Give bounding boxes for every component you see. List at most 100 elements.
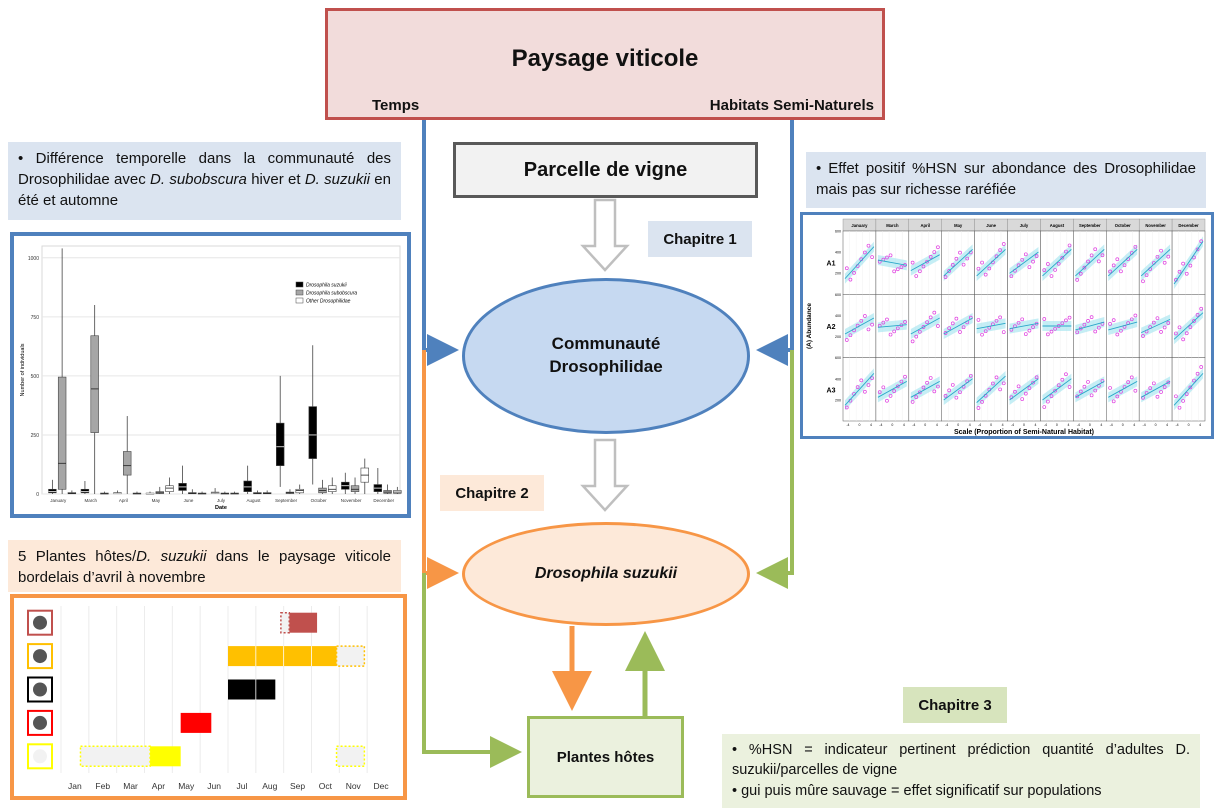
data-point	[1100, 253, 1105, 258]
data-point	[1034, 254, 1039, 259]
data-point	[1053, 388, 1057, 393]
month-tick-label: Dec	[374, 781, 390, 791]
data-point	[914, 334, 919, 339]
data-point	[1075, 278, 1080, 282]
data-point	[877, 390, 882, 394]
data-point	[994, 318, 999, 323]
data-point	[1067, 385, 1072, 389]
data-point	[1001, 381, 1006, 386]
data-point	[1155, 254, 1160, 259]
host-plants-note: 5 Plantes hôtes/D. suzukii dans le paysa…	[8, 540, 401, 592]
data-point	[1023, 252, 1028, 257]
x-axis-label: Scale (Proportion of Semi-Natural Habita…	[954, 429, 1094, 436]
data-point	[1089, 393, 1094, 398]
data-point	[1016, 320, 1021, 325]
data-point	[1155, 316, 1160, 321]
trend-line	[844, 317, 875, 335]
data-point	[947, 269, 951, 273]
data-point	[903, 374, 907, 379]
data-point	[863, 389, 867, 394]
x-tick-label: 4	[1133, 423, 1135, 427]
data-point	[1082, 322, 1087, 327]
y-tick-label: 400	[835, 251, 841, 255]
trend-line	[910, 317, 940, 335]
data-point	[1082, 265, 1087, 270]
month-tick-label: Nov	[346, 781, 362, 791]
legend-swatch	[295, 281, 304, 288]
data-point	[1177, 325, 1182, 330]
trend-line	[877, 259, 907, 266]
arrow-time-to-suzukii	[422, 350, 459, 589]
data-point	[1075, 394, 1080, 399]
data-point	[1049, 274, 1054, 278]
facet-month-label: April	[920, 223, 930, 228]
trend-line	[1009, 322, 1039, 330]
box-drosophila-subobscura	[350, 485, 360, 492]
y-axis-label: (A) Abundance	[806, 303, 813, 349]
trend-line	[877, 380, 908, 398]
data-point	[958, 250, 962, 255]
data-point	[1056, 261, 1061, 266]
data-point	[1111, 263, 1116, 268]
species-subobscura: D. subobscura	[150, 171, 247, 188]
x-tick-label: 4	[1035, 423, 1037, 427]
x-tick-label: 4	[1166, 423, 1168, 427]
data-point	[954, 395, 959, 400]
data-point	[859, 378, 864, 383]
data-point	[1192, 378, 1196, 383]
x-tick-label: -4	[1175, 423, 1178, 427]
data-point	[1133, 244, 1138, 249]
wild-blackberry-icon-glyph	[33, 615, 47, 630]
data-point	[1060, 255, 1065, 260]
data-point	[910, 260, 915, 265]
data-point	[1184, 392, 1189, 396]
facet-month-label: November	[1145, 223, 1166, 228]
possible-fruiting-bar	[79, 745, 151, 768]
data-point	[936, 245, 940, 250]
species-suzukii: D. suzukii	[304, 171, 370, 188]
data-point	[1049, 329, 1054, 334]
data-point	[980, 260, 984, 265]
legend-swatch	[295, 297, 304, 304]
data-point	[888, 253, 893, 258]
x-tick-label: -4	[1077, 423, 1080, 427]
month-tick-label: Sep	[290, 781, 305, 791]
box-other-drosophilidae	[295, 488, 304, 494]
data-point	[892, 329, 897, 334]
y-axis-label: Number of individuals	[20, 343, 26, 396]
data-point	[932, 250, 937, 254]
trend-line	[1140, 249, 1171, 277]
data-point	[925, 380, 929, 385]
box-other-drosophilidae	[165, 485, 174, 492]
data-point	[1027, 265, 1032, 269]
trend-line	[910, 254, 940, 272]
x-tick-label: 0	[1056, 423, 1058, 427]
data-point	[1031, 380, 1035, 385]
data-point	[914, 274, 919, 278]
data-point	[1184, 271, 1189, 276]
data-point	[1115, 332, 1120, 337]
data-point	[1122, 263, 1127, 268]
trend-line	[1173, 241, 1204, 285]
landscape-title: Paysage viticole	[511, 45, 699, 72]
data-point	[881, 385, 886, 390]
data-point	[1141, 334, 1145, 338]
trend-line	[1173, 312, 1204, 340]
data-point	[1111, 399, 1116, 404]
data-point	[852, 271, 856, 275]
plot-area	[41, 245, 401, 495]
data-point	[844, 405, 849, 410]
facet-month-label: March	[886, 223, 899, 228]
facet-month-label: August	[1050, 223, 1065, 228]
data-point	[1162, 325, 1167, 330]
data-point	[1155, 394, 1160, 399]
data-point	[1188, 385, 1193, 390]
chapter-1-label: Chapitre 1	[648, 221, 752, 257]
y-tick-label: 0	[36, 492, 39, 498]
data-point	[859, 318, 864, 323]
semi-natural-habitats-label: Habitats Semi-Naturels	[709, 97, 874, 114]
data-point	[910, 339, 915, 344]
data-point	[950, 321, 955, 326]
community-line-1: Communauté	[551, 334, 661, 354]
